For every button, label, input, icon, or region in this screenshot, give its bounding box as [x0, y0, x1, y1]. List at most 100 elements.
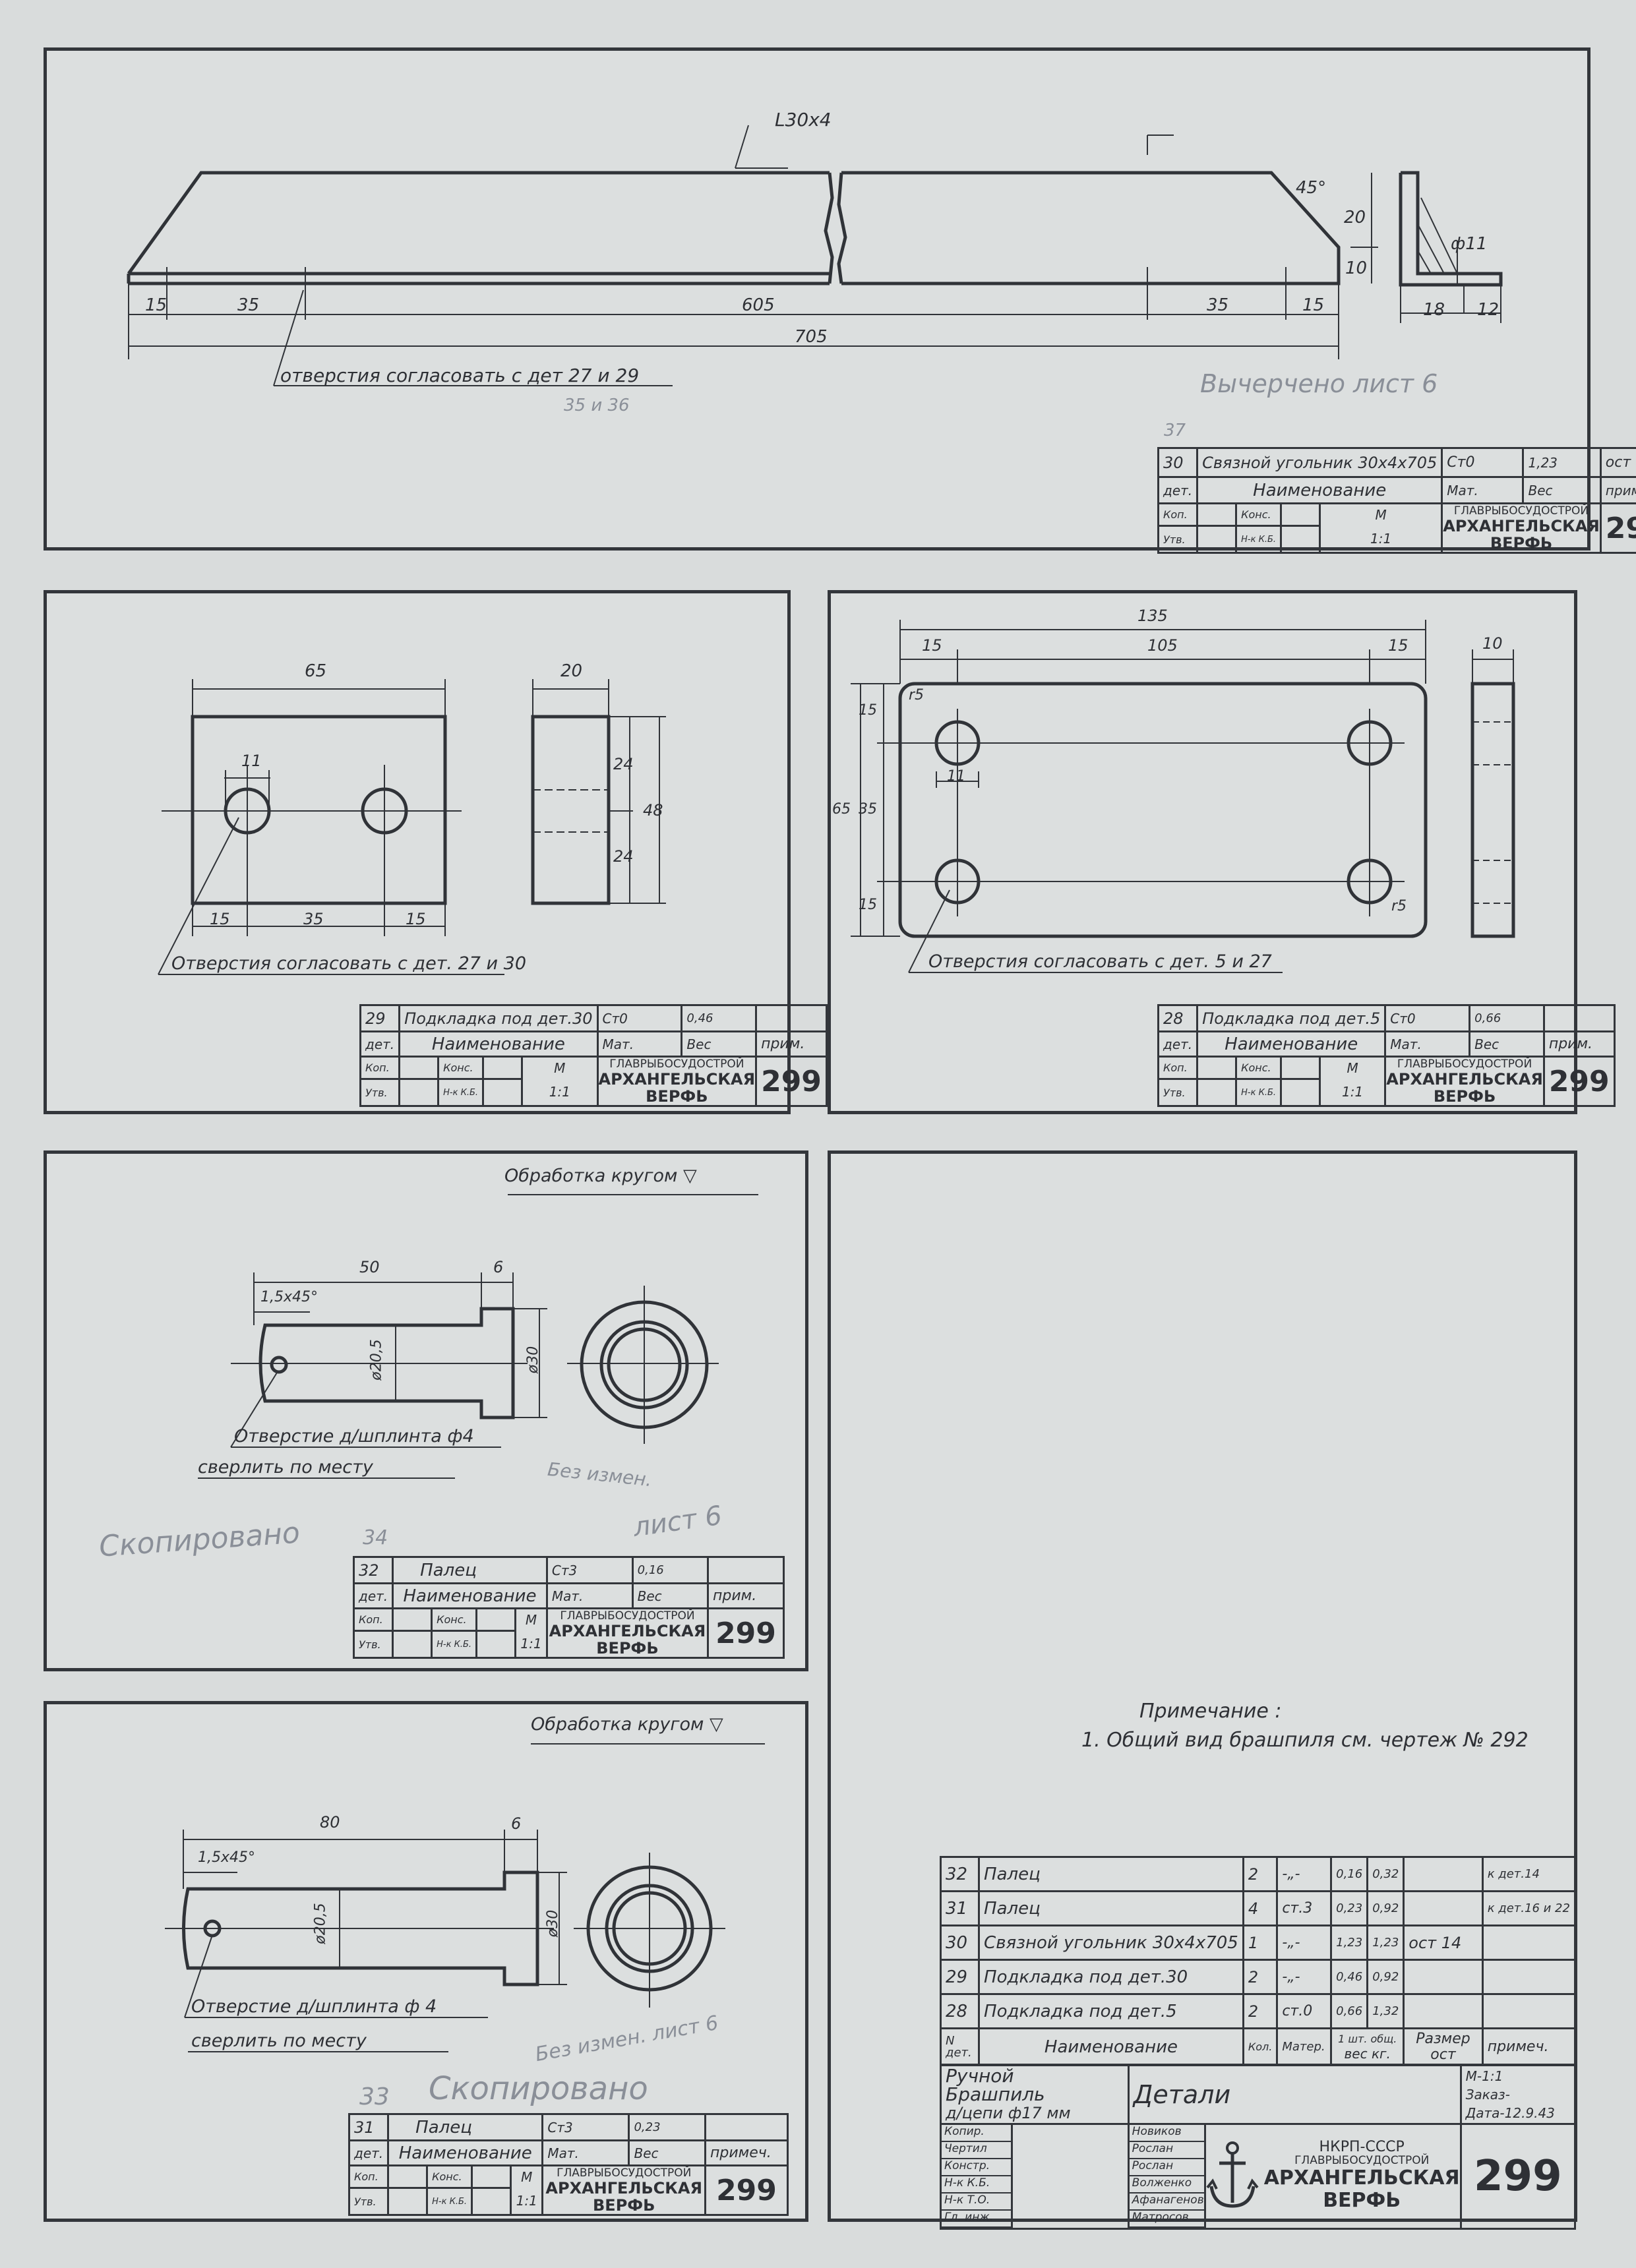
spec-cell-qty: 2 [1242, 1856, 1279, 1892]
note-cotter-hole: Отверстие д/шплинта ф4 [234, 1426, 474, 1447]
cell-weight: 0,16 [631, 1556, 710, 1584]
dim-chamfer: 1,5x45° [260, 1289, 318, 1305]
role-nk: Н-к К.Б. [437, 1078, 485, 1107]
drawing-scale: М-1:1 [1465, 2068, 1503, 2084]
drawing-title: Детали [1127, 2064, 1462, 2125]
dim-6: 6 [493, 1258, 504, 1276]
spec-cell-det: 31 [939, 1890, 981, 1926]
handwritten-note: 35 и 36 [564, 396, 630, 415]
header-mat: Мат. [1384, 1030, 1471, 1058]
spec-cell-mat: -„- [1276, 1925, 1333, 1961]
dim-hole-11: ф11 [1451, 234, 1488, 254]
spec-cell-det: 28 [939, 1993, 981, 2029]
scale-value: 1:1 [514, 1630, 548, 1659]
header-mat: Мат. [1441, 476, 1525, 504]
spec-cell-w1: 1,23 [1330, 1925, 1369, 1961]
role-kons: Конс. [437, 1055, 485, 1081]
title-table-part-29: 29 Подкладка под дет.30 Ст0 0,46 дет. На… [359, 1004, 828, 1107]
role-kop: Коп. [348, 2164, 390, 2190]
dim-chamfer: 1,5x45° [198, 1849, 256, 1866]
org-shipyard: АРХАНГЕЛЬСКАЯ [549, 1622, 706, 1640]
heading-machining: Обработка кругом ▽ [504, 1166, 697, 1186]
title-table-part-30: 30 Связной угольник 30x4x705 Ст0 1,23 ос… [1157, 447, 1636, 554]
handwritten-note: Вычерчено лист 6 [1200, 369, 1438, 398]
header-weight: Вес [1522, 476, 1602, 504]
scale-header: М [521, 1055, 599, 1079]
role-label: Копир. [942, 2126, 1010, 2142]
spec-cell-note [1481, 1993, 1577, 2029]
org-shipyard-2: ВЕРФЬ [1323, 2189, 1401, 2212]
dim-15a: 15 [922, 636, 942, 655]
role-kop: Коп. [359, 1055, 401, 1081]
header-mat: Мат. [541, 2139, 630, 2166]
main-title-block: Ручной Брашпиль д/цепи ф17 мм Детали М-1… [940, 2064, 1577, 2230]
header-det: дет. [359, 1030, 401, 1058]
spec-cell-note [1481, 1925, 1577, 1961]
dim-65: 65 [305, 661, 327, 681]
header-det: дет. [1157, 1030, 1199, 1058]
spec-cell-size [1403, 1890, 1484, 1926]
dim-r5a: r5 [909, 687, 924, 703]
cell-det: 32 [352, 1556, 394, 1584]
sheet-number: 299 [704, 2164, 789, 2216]
spec-cell-size: ост 14 [1403, 1925, 1484, 1961]
spec-cell-name: Подкладка под дет.5 [978, 1993, 1244, 2029]
header-mat: Мат. [545, 1582, 634, 1609]
org-shipyard-2: ВЕРФЬ [646, 1087, 708, 1106]
dim-24a: 24 [613, 755, 634, 773]
sheet-number: 299 [1542, 1056, 1616, 1107]
role-kons: Конс. [1235, 502, 1283, 527]
note-drill: сверлить по месту [198, 1457, 373, 1477]
title-table-part-28: 28 Подкладка под дет.5 Ст0 0,66 дет. Наи… [1157, 1004, 1616, 1107]
dim-605: 605 [742, 295, 775, 315]
spec-cell-size [1403, 1993, 1484, 2029]
dim-v15a: 15 [859, 702, 877, 719]
header-det: дет. [1157, 476, 1199, 504]
org-commissariat: НКРП-СССР [1319, 2139, 1405, 2155]
spec-cell-qty: 2 [1242, 1993, 1279, 2029]
person-name: Рослан [1130, 2142, 1203, 2159]
dim-20: 20 [560, 661, 583, 681]
role-ut: Утв. [352, 1630, 394, 1659]
header-note: прим. [1542, 1030, 1616, 1058]
handwritten-note: Скопировано [429, 2070, 648, 2107]
handwritten-note: 37 [1164, 421, 1186, 440]
dim-135: 135 [1137, 607, 1168, 625]
cell-name: Палец [387, 2113, 544, 2141]
dim-18: 18 [1423, 300, 1445, 320]
title-table-part-32: 32 Палец Ст3 0,16 дет. Наименование Мат.… [352, 1556, 785, 1659]
spec-cell-note: к дет.16 и 22 [1481, 1890, 1577, 1926]
role-nk: Н-к К.Б. [431, 1630, 478, 1659]
spec-cell-name: Связной угольник 30x4x705 [978, 1925, 1244, 1961]
cell-weight: 1,23 [1522, 447, 1602, 478]
cell-name: Палец [392, 1556, 548, 1584]
title-table-part-31: 31 Палец Ст3 0,23 дет. Наименование Мат.… [348, 2113, 789, 2216]
org-shipyard: АРХАНГЕЛЬСКАЯ [598, 1070, 756, 1089]
org-ministry: ГЛАВРЫБОСУДОСТРОЙ [1453, 504, 1589, 518]
org-ministry: ГЛАВРЫБОСУДОСТРОЙ [1397, 1058, 1532, 1071]
spec-cell-mat: -„- [1276, 1856, 1333, 1892]
spec-header-note: примеч. [1481, 2027, 1577, 2066]
spec-header-det: N дет. [939, 2027, 981, 2066]
role-nk: Н-к К.Б. [426, 2187, 473, 2216]
role-ut: Утв. [1157, 525, 1199, 554]
spec-cell-w1: 0,46 [1330, 1959, 1369, 1995]
cell-det: 31 [348, 2113, 390, 2141]
dim-48: 48 [643, 801, 663, 820]
header-weight: Вес [631, 1582, 710, 1609]
dim-24b: 24 [613, 847, 634, 866]
person-name: Рослан [1130, 2159, 1203, 2176]
cell-det: 28 [1157, 1004, 1199, 1032]
product-line-3: д/цепи ф17 мм [946, 2103, 1071, 2122]
spec-header-name: Наименование [978, 2027, 1244, 2066]
header-weight: Вес [681, 1030, 758, 1058]
role-kons: Конс. [431, 1607, 478, 1632]
handwritten-note: 33 [359, 2083, 390, 2110]
